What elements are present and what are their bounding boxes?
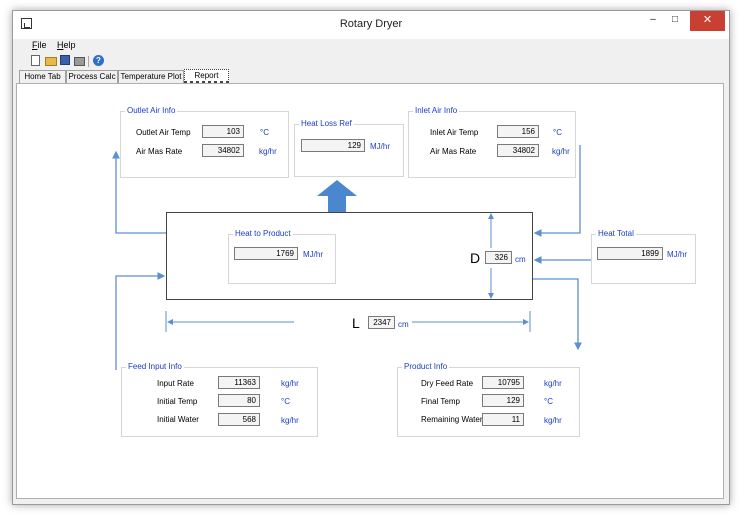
inlet-air-rate-field[interactable]: 34802 — [497, 144, 539, 157]
outlet-air-rate-field[interactable]: 34802 — [202, 144, 244, 157]
toolbar-separator — [88, 56, 89, 67]
maximize-button[interactable]: □ — [671, 14, 679, 25]
heat-loss-field[interactable]: 129 — [301, 139, 365, 152]
heat-loss-title: Heat Loss Ref — [299, 119, 354, 128]
outlet-air-title: Outlet Air Info — [125, 106, 178, 115]
save-disk-icon[interactable] — [60, 55, 70, 65]
product-rate-label: Dry Feed Rate — [421, 379, 474, 388]
product-rate-field[interactable]: 10795 — [482, 376, 524, 389]
feed-input-temp-label: Initial Temp — [157, 397, 198, 406]
diameter-letter: D — [470, 250, 481, 266]
tab-process-calc[interactable]: Process Calc — [66, 70, 118, 84]
feed-input-rate-field[interactable]: 11363 — [218, 376, 260, 389]
inlet-air-temp-field[interactable]: 156 — [497, 125, 539, 138]
tab-home[interactable]: Home Tab — [19, 70, 66, 84]
inlet-air-rate-unit: kg/hr — [552, 147, 570, 156]
dryer-drum — [166, 212, 533, 300]
title-bar[interactable]: Rotary Dryer – □ ✕ — [13, 11, 729, 39]
length-letter: L — [352, 315, 360, 331]
window-title: Rotary Dryer — [339, 18, 403, 30]
inlet-air-group: Inlet Air Info — [408, 106, 576, 178]
feed-input-title: Feed Input Info — [126, 362, 184, 371]
close-button[interactable]: ✕ — [690, 11, 725, 31]
menu-bar: File Help — [13, 39, 729, 53]
feed-input-temp-field[interactable]: 80 — [218, 394, 260, 407]
product-temp-label: Final Temp — [421, 397, 460, 406]
product-temp-unit: °C — [544, 397, 553, 406]
heat-total-field[interactable]: 1899 — [597, 247, 663, 260]
menu-help-accel: H — [57, 40, 64, 50]
help-icon[interactable]: ? — [93, 55, 104, 66]
inlet-air-title: Inlet Air Info — [413, 106, 460, 115]
heat-product-unit: MJ/hr — [303, 250, 323, 259]
inlet-air-temp-unit: °C — [553, 128, 562, 137]
toolbar: ? — [13, 53, 729, 69]
heat-product-title: Heat to Product — [233, 229, 293, 238]
product-title: Product Info — [402, 362, 450, 371]
minimize-button[interactable]: – — [650, 14, 656, 25]
outlet-air-temp-field[interactable]: 103 — [202, 125, 244, 138]
outlet-air-temp-label: Outlet Air Temp — [136, 128, 191, 137]
product-water-unit: kg/hr — [544, 416, 562, 425]
feed-input-rate-unit: kg/hr — [281, 379, 299, 388]
heat-total-unit: MJ/hr — [667, 250, 687, 259]
product-rate-unit: kg/hr — [544, 379, 562, 388]
diameter-field[interactable]: 326 — [485, 251, 512, 264]
product-temp-field[interactable]: 129 — [482, 394, 524, 407]
inlet-air-rate-label: Air Mas Rate — [430, 147, 477, 156]
new-file-icon[interactable] — [31, 55, 40, 66]
tab-temperature-plot[interactable]: Temperature Plot — [118, 70, 184, 84]
feed-input-rate-label: Input Rate — [157, 379, 194, 388]
length-field[interactable]: 2347 — [368, 316, 395, 329]
outlet-air-rate-label: Air Mas Rate — [136, 147, 183, 156]
outlet-air-temp-unit: °C — [260, 128, 269, 137]
heat-product-field[interactable]: 1769 — [234, 247, 298, 260]
feed-input-temp-unit: °C — [281, 397, 290, 406]
printer-icon[interactable] — [74, 57, 85, 66]
length-unit: cm — [398, 320, 409, 329]
app-icon[interactable] — [21, 18, 32, 29]
product-water-label: Remaining Water — [421, 415, 483, 424]
diameter-unit: cm — [515, 255, 526, 264]
feed-input-water-label: Initial Water — [157, 415, 199, 424]
outlet-air-rate-unit: kg/hr — [259, 147, 277, 156]
feed-input-water-field[interactable]: 568 — [218, 413, 260, 426]
heat-loss-unit: MJ/hr — [370, 142, 390, 151]
menu-file-accel: F — [32, 40, 38, 50]
open-folder-icon[interactable] — [45, 57, 57, 66]
menu-file[interactable]: File — [32, 40, 47, 50]
menu-help[interactable]: Help — [57, 40, 76, 50]
heat-total-title: Heat Total — [596, 229, 636, 238]
product-water-field[interactable]: 11 — [482, 413, 524, 426]
menu-help-rest: elp — [63, 40, 76, 50]
tab-report[interactable]: Report — [184, 69, 229, 84]
feed-input-water-unit: kg/hr — [281, 416, 299, 425]
inlet-air-temp-label: Inlet Air Temp — [430, 128, 479, 137]
menu-file-rest: ile — [37, 40, 47, 50]
